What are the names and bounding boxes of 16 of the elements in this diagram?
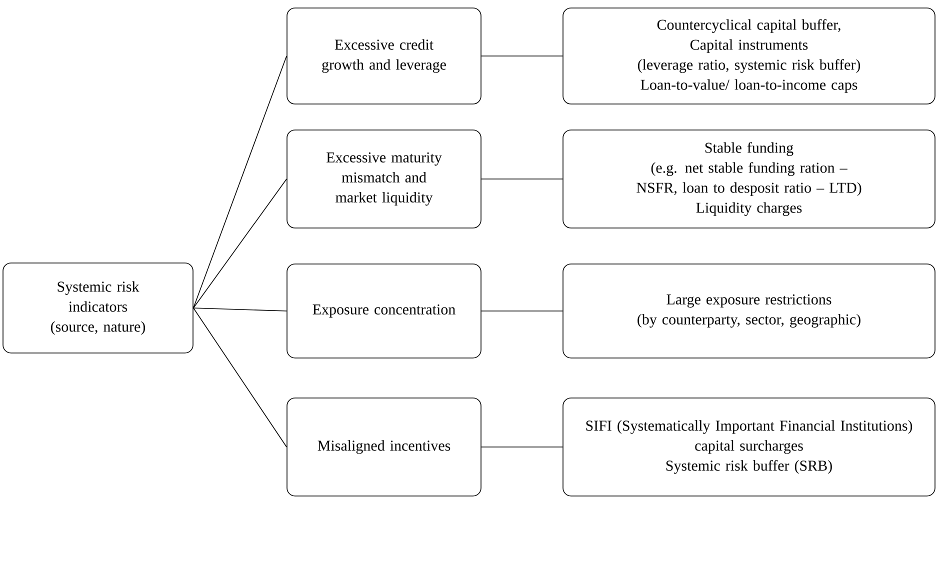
connector-line [481,178,563,180]
connector-line [193,56,287,308]
measure-box: Large exposure restrictions (by counterparty, sector, geographic) [562,264,936,358]
connector-line [481,446,563,448]
connector-line [481,310,563,312]
indicator-box: Excessive credit growth and leverage [286,8,482,104]
indicator-box: Exposure concentration [286,264,482,358]
connector-line [193,308,287,312]
connector-line [193,178,287,308]
measure-box: Countercyclical capital buffer, Capital instruments (leverage ratio, systemic risk buffer) Loan-to-value/ loan-to-income caps [562,8,936,104]
source-box: Systemic risk indicators (source, nature) [2,262,194,354]
connector-line [193,308,287,448]
indicator-box: Excessive maturity mismatch and market liquidity [286,130,482,228]
indicator-box: Misaligned incentives [286,398,482,496]
measure-box: Stable funding (e.g. net stable funding ration – NSFR, loan to desposit ratio – LTD) Liquidity charges [562,130,936,228]
measure-box: SIFI (Systematically Important Financial Institutions) capital surcharges Systemic risk buffer (SRB) [562,398,936,496]
